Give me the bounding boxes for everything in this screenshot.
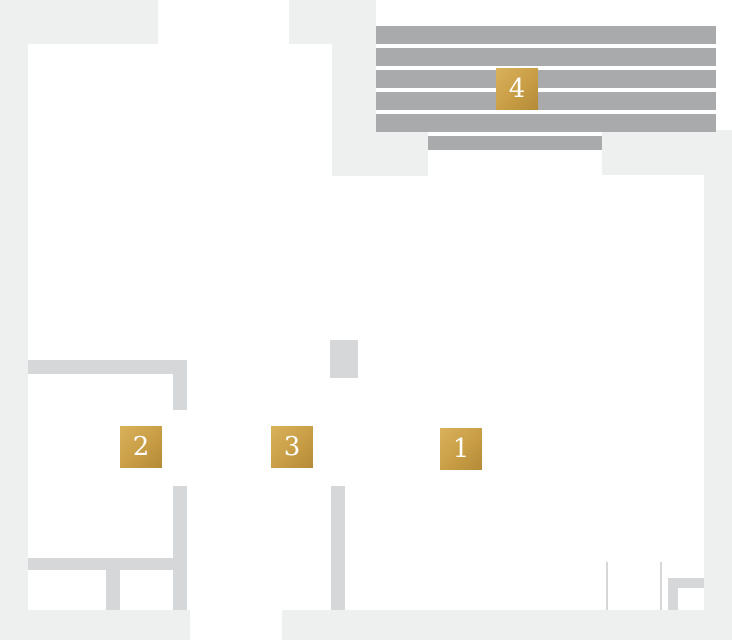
wall-bottom-right bbox=[282, 610, 732, 640]
thin-line bbox=[606, 562, 608, 610]
room-number: 4 bbox=[508, 74, 526, 104]
partition-room2-top bbox=[28, 360, 186, 374]
column bbox=[330, 340, 358, 378]
stair-step bbox=[376, 48, 716, 66]
wall-right-cap bbox=[602, 130, 732, 175]
room-number: 3 bbox=[283, 432, 301, 462]
partition-corner-side bbox=[668, 578, 678, 610]
wall-right bbox=[704, 130, 732, 640]
room-number: 2 bbox=[132, 432, 150, 462]
partition-room2-right-upper bbox=[173, 360, 187, 410]
stair-step bbox=[376, 70, 716, 88]
wall-bottom-left bbox=[0, 610, 190, 640]
partition-corner-top bbox=[668, 578, 704, 588]
stair-step bbox=[376, 92, 716, 110]
partition-room3-right bbox=[331, 486, 345, 610]
room-number-badge-1: 1 bbox=[440, 428, 482, 470]
wall-stair-bottom bbox=[332, 130, 428, 176]
stair-step bbox=[428, 136, 602, 150]
room-number-badge-3: 3 bbox=[271, 426, 313, 468]
room-number: 1 bbox=[452, 434, 470, 464]
wall-left bbox=[0, 0, 28, 640]
staircase bbox=[376, 26, 716, 150]
room-number-badge-4: 4 bbox=[496, 68, 538, 110]
stair-step bbox=[376, 114, 716, 132]
partitions bbox=[28, 340, 704, 610]
stair-step bbox=[376, 26, 716, 44]
partition-room2-right-lower bbox=[173, 486, 187, 610]
room-number-badge-2: 2 bbox=[120, 426, 162, 468]
partition-bath-divider bbox=[106, 558, 120, 610]
thin-line bbox=[660, 562, 662, 610]
